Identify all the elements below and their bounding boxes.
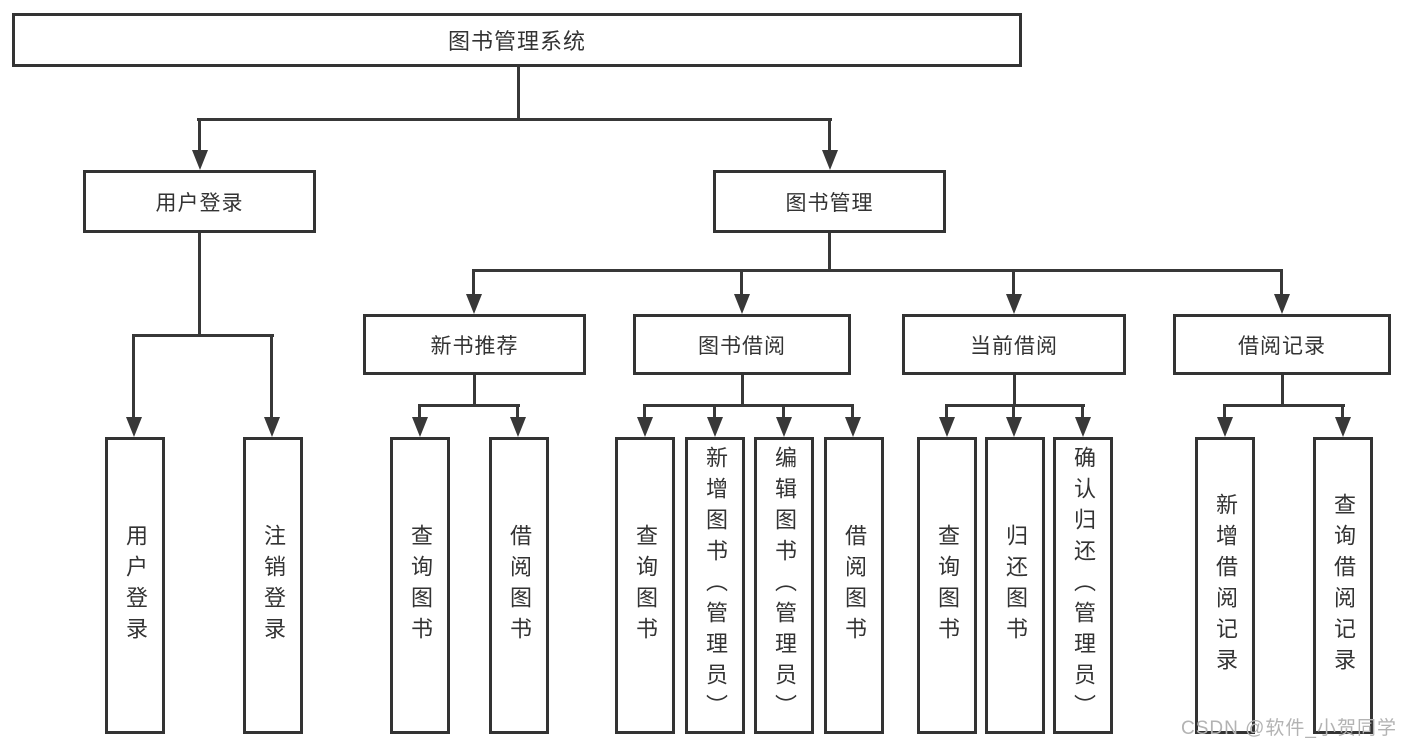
arrow-bb-add-book-icon — [707, 404, 723, 437]
connector-bb-trunk — [741, 375, 744, 407]
arrow-to-user-login-icon — [192, 118, 208, 170]
leaf-cb-return-books-label: 归还图书 — [1003, 523, 1028, 648]
leaf-logout: 注销登录 — [243, 437, 303, 734]
arrow-to-book-management-icon — [822, 118, 838, 170]
arrow-nbr-query-books-icon — [412, 404, 428, 437]
leaf-cb-confirm-return-admin: 确认归还（管理员） — [1053, 437, 1113, 734]
leaf-cb-return-books: 归还图书 — [985, 437, 1045, 734]
connector-nbr-trunk — [473, 375, 476, 407]
leaf-cb-query-books: 查询图书 — [917, 437, 977, 734]
leaf-bb-borrow-books-label: 借阅图书 — [842, 523, 867, 648]
leaf-nbr-query-books: 查询图书 — [390, 437, 450, 734]
arrow-to-borrow-records-icon — [1274, 269, 1290, 314]
connector-nbr-bar — [418, 404, 520, 407]
arrow-bb-borrow-books-icon — [845, 404, 861, 437]
leaf-bb-add-book-admin-label: 新增图书（管理员） — [703, 446, 728, 725]
leaf-br-query-record-label: 查询借阅记录 — [1331, 492, 1356, 679]
node-book-borrow: 图书借阅 — [633, 314, 851, 375]
leaf-nbr-query-books-label: 查询图书 — [408, 523, 433, 648]
leaf-bb-query-books: 查询图书 — [615, 437, 675, 734]
leaf-nbr-borrow-books-label: 借阅图书 — [507, 523, 532, 648]
leaf-user-login-label: 用户登录 — [123, 523, 148, 648]
connector-book-mgmt-trunk — [828, 233, 831, 272]
leaf-cb-confirm-return-admin-label: 确认归还（管理员） — [1071, 446, 1096, 725]
node-user-login: 用户登录 — [83, 170, 316, 233]
leaf-bb-edit-book-admin-label: 编辑图书（管理员） — [772, 446, 797, 725]
arrow-to-current-borrow-icon — [1006, 269, 1022, 314]
connector-user-login-bar — [132, 334, 274, 337]
connector-cb-bar — [945, 404, 1085, 407]
leaf-br-add-record-label: 新增借阅记录 — [1213, 492, 1238, 679]
leaf-nbr-borrow-books: 借阅图书 — [489, 437, 549, 734]
connector-br-trunk — [1281, 375, 1284, 407]
node-current-borrow: 当前借阅 — [902, 314, 1126, 375]
connector-cb-trunk — [1013, 375, 1016, 407]
arrow-bb-query-books-icon — [637, 404, 653, 437]
connector-root-bar — [197, 118, 832, 121]
leaf-br-query-record: 查询借阅记录 — [1313, 437, 1373, 734]
arrow-to-leaf-logout-icon — [264, 334, 280, 437]
node-book-management: 图书管理 — [713, 170, 946, 233]
connector-book-mgmt-bar — [472, 269, 1283, 272]
node-borrow-records: 借阅记录 — [1173, 314, 1391, 375]
arrow-br-add-record-icon — [1217, 404, 1233, 437]
node-library-system: 图书管理系统 — [12, 13, 1022, 67]
connector-br-bar — [1223, 404, 1345, 407]
arrow-nbr-borrow-books-icon — [510, 404, 526, 437]
arrow-cb-return-books-icon — [1006, 404, 1022, 437]
arrow-cb-confirm-return-icon — [1075, 404, 1091, 437]
connector-root-trunk — [517, 67, 520, 121]
csdn-watermark: CSDN @软件_小贺同学 — [1181, 718, 1397, 739]
connector-bb-bar — [643, 404, 854, 407]
leaf-bb-borrow-books: 借阅图书 — [824, 437, 884, 734]
arrow-to-leaf-user-login-icon — [126, 334, 142, 437]
leaf-cb-query-books-label: 查询图书 — [935, 523, 960, 648]
leaf-bb-edit-book-admin: 编辑图书（管理员） — [754, 437, 814, 734]
connector-user-login-trunk — [198, 233, 201, 336]
arrow-to-book-borrow-icon — [734, 269, 750, 314]
arrow-to-new-book-recommend-icon — [466, 269, 482, 314]
leaf-br-add-record: 新增借阅记录 — [1195, 437, 1255, 734]
arrow-br-query-record-icon — [1335, 404, 1351, 437]
leaf-user-login: 用户登录 — [105, 437, 165, 734]
node-new-book-recommend: 新书推荐 — [363, 314, 586, 375]
leaf-logout-label: 注销登录 — [261, 523, 286, 648]
leaf-bb-add-book-admin: 新增图书（管理员） — [685, 437, 745, 734]
arrow-cb-query-books-icon — [939, 404, 955, 437]
leaf-bb-query-books-label: 查询图书 — [633, 523, 658, 648]
arrow-bb-edit-book-icon — [776, 404, 792, 437]
